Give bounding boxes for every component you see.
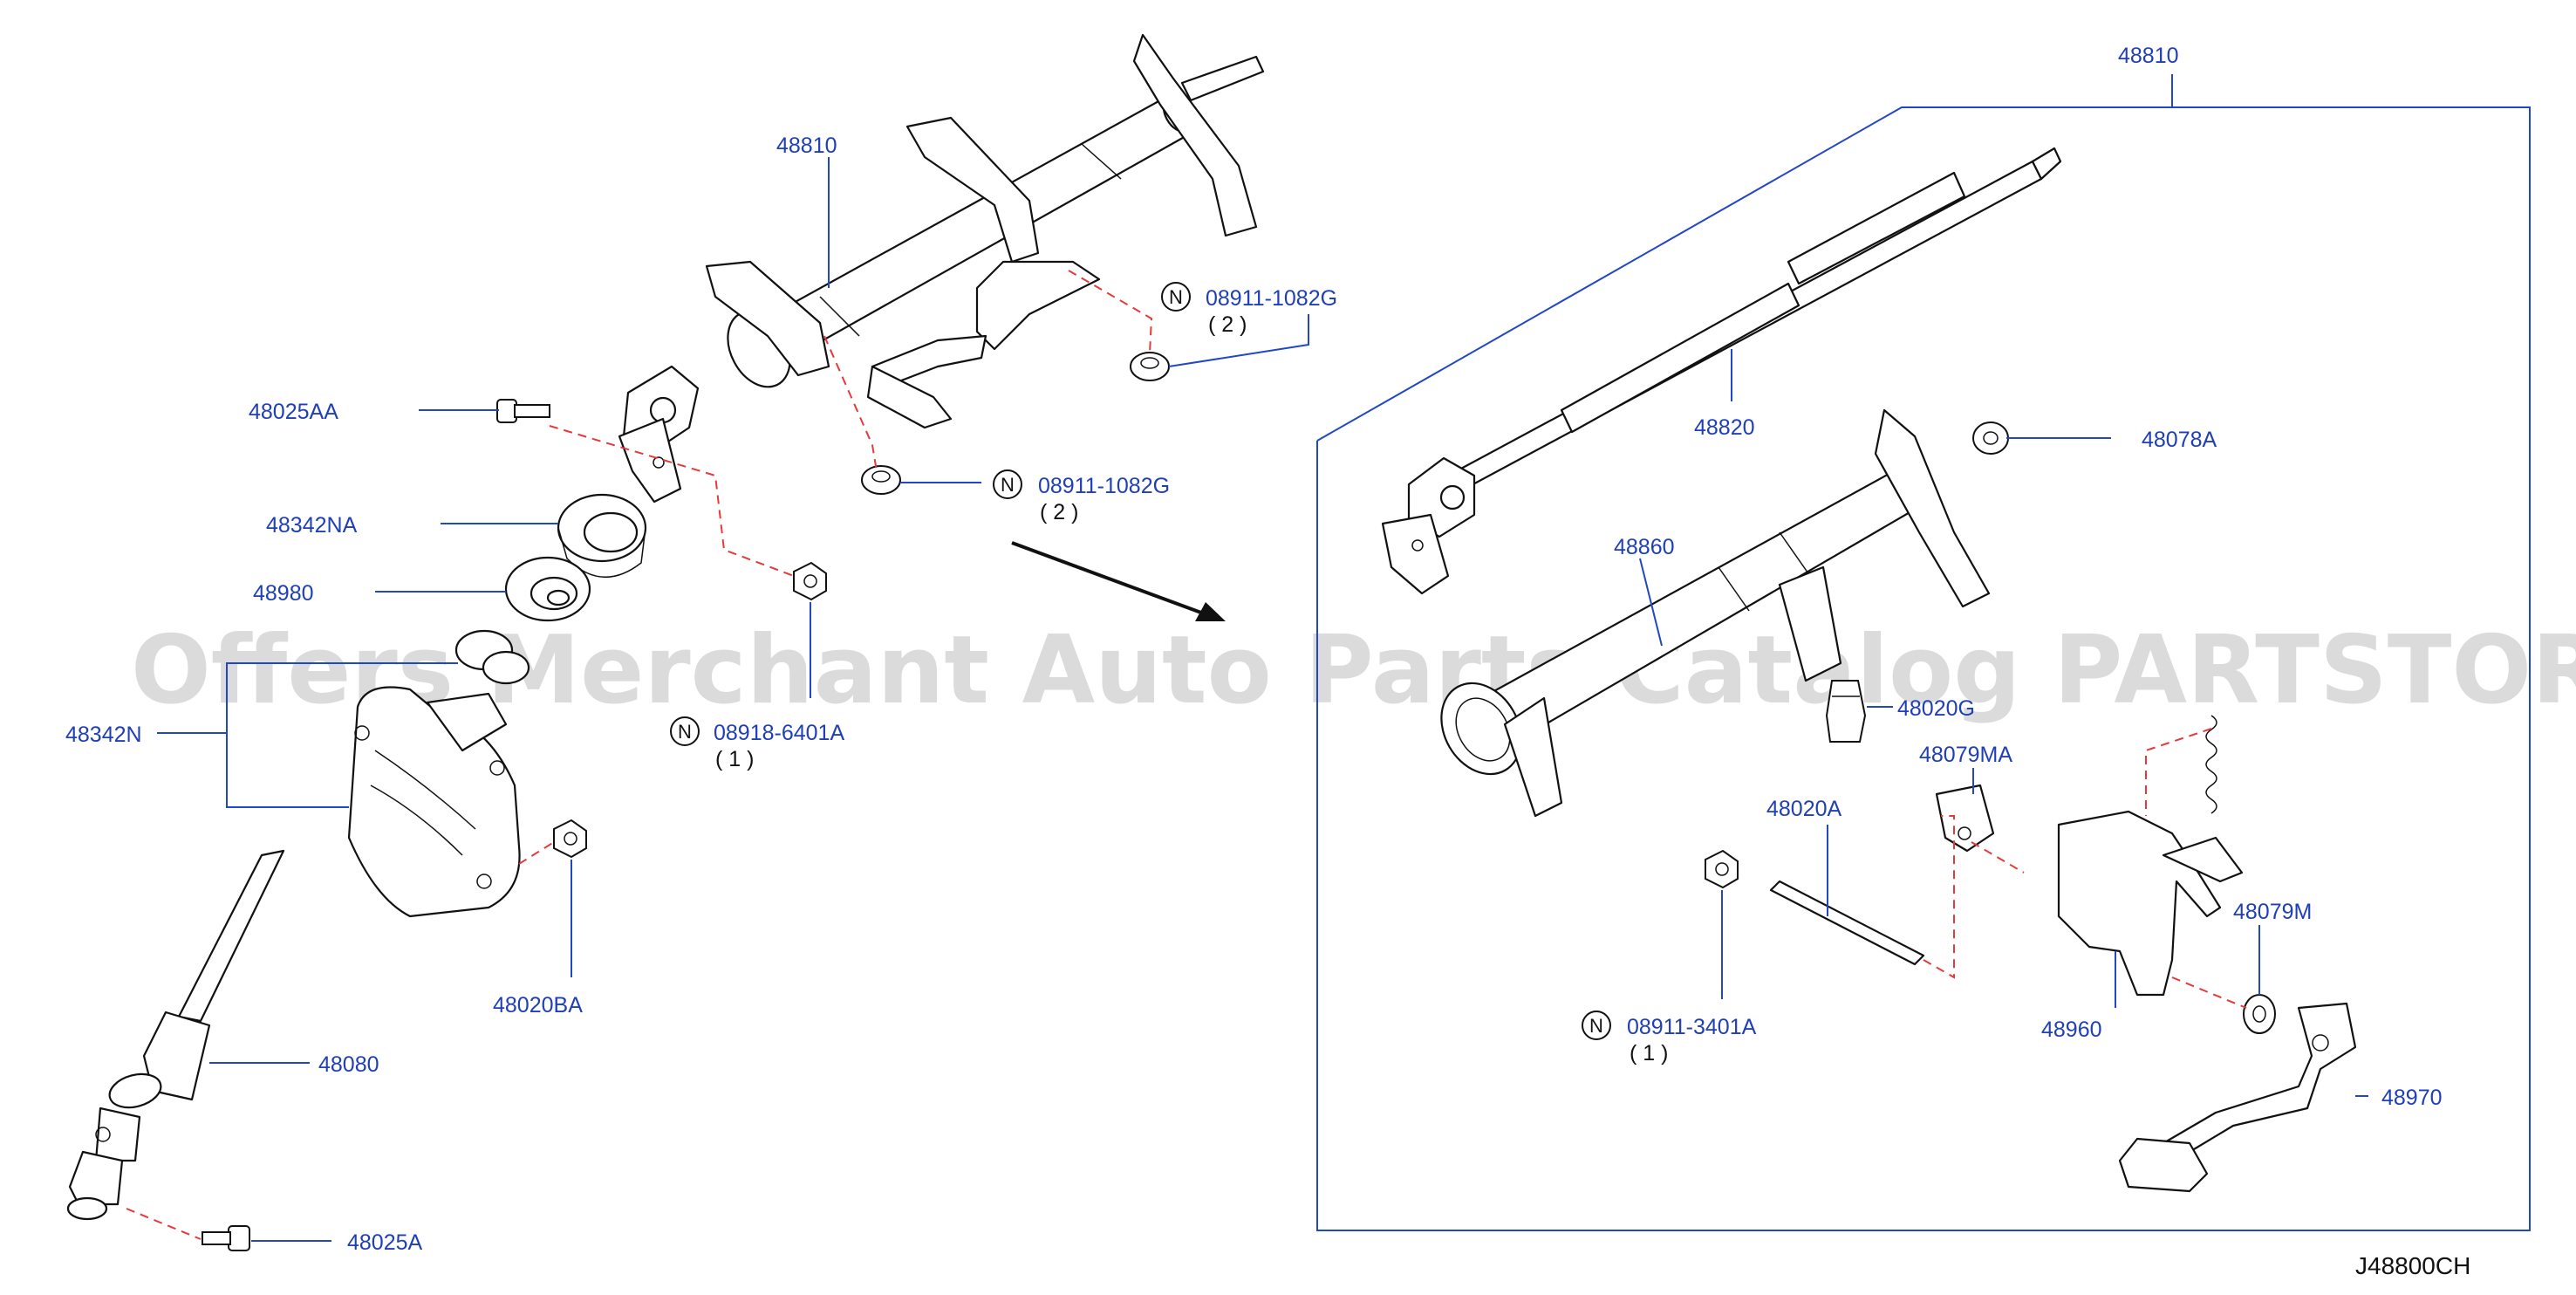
nut-08918-6401A xyxy=(793,561,827,601)
plate-48079MA xyxy=(1935,784,1995,853)
label-08911-1082G-a: 08911-1082G xyxy=(1206,286,1337,311)
qty-08911-1082G-a: ( 2 ) xyxy=(1208,312,1247,337)
label-48342NA: 48342NA xyxy=(266,513,358,538)
seal-ring-48342NA xyxy=(557,493,647,579)
label-48980: 48980 xyxy=(253,581,314,606)
label-48342N: 48342N xyxy=(65,723,142,747)
nut-marker-a-letter: N xyxy=(1169,286,1183,308)
dashed-align-4 xyxy=(518,841,555,865)
label-48820: 48820 xyxy=(1694,415,1755,440)
pedal-lever-48970 xyxy=(2118,1002,2357,1193)
nut-marker-d-letter: N xyxy=(1589,1015,1603,1037)
label-48025A: 48025A xyxy=(347,1230,423,1255)
pedal-bracket-48960 xyxy=(2057,810,2244,997)
assembly-detail-box xyxy=(1316,106,2531,1231)
rings-48342N xyxy=(454,629,530,685)
label-48020A: 48020A xyxy=(1766,797,1842,821)
clip-48020G xyxy=(1825,680,1867,743)
washer-48079M xyxy=(2243,994,2276,1034)
label-48810-left: 48810 xyxy=(776,134,837,158)
dashed-align-r2 xyxy=(1923,815,1955,979)
label-48079MA: 48079MA xyxy=(1919,743,2012,767)
dashed-align-5 xyxy=(126,1208,202,1240)
nut-marker-c-letter: N xyxy=(678,721,692,743)
label-48025AA: 48025AA xyxy=(249,400,338,424)
label-48020G: 48020G xyxy=(1897,696,1975,721)
bolt-48025A xyxy=(202,1225,250,1251)
nut-08911-1082G-b xyxy=(861,465,901,495)
label-48810-right: 48810 xyxy=(2118,44,2179,68)
label-48078A: 48078A xyxy=(2142,428,2217,452)
watermark-text: Offers Merchant Auto Parts Catalog PARTS… xyxy=(131,616,2576,725)
leader-48342N-bracket xyxy=(226,662,458,808)
nut-08911-1082G-a xyxy=(1130,352,1170,381)
boot-cover-48342N xyxy=(347,686,521,918)
leader-08911-1082G-a xyxy=(1168,314,1309,367)
nut-marker-b xyxy=(993,469,1022,499)
stud-48020A xyxy=(1769,880,1925,966)
label-08918-6401A: 08918-6401A xyxy=(714,721,844,745)
label-48080: 48080 xyxy=(318,1052,379,1077)
nut-48020BA xyxy=(553,819,587,859)
qty-08911-3401A: ( 1 ) xyxy=(1630,1041,1668,1065)
label-48860: 48860 xyxy=(1614,535,1675,559)
diagram-code: J48800CH xyxy=(2355,1252,2470,1279)
dashed-align-r3 xyxy=(2145,728,2212,816)
leader-48860 xyxy=(1639,558,1663,647)
bolt-48025AA xyxy=(496,399,550,423)
spring xyxy=(2205,715,2217,814)
dashed-align-r4 xyxy=(2171,976,2247,1009)
label-48960: 48960 xyxy=(2041,1018,2102,1042)
label-48970: 48970 xyxy=(2381,1086,2443,1110)
detail-arrow-head xyxy=(1195,602,1226,621)
nut-marker-b-letter: N xyxy=(1001,474,1015,496)
label-08911-3401A: 08911-3401A xyxy=(1627,1015,1757,1039)
nut-marker-c xyxy=(670,716,700,746)
intermediate-shaft-48080 xyxy=(66,849,285,1221)
nut-marker-d xyxy=(1582,1011,1611,1040)
bearing-48980 xyxy=(504,556,591,622)
nut-08911-3401A xyxy=(1705,849,1739,889)
label-48079M: 48079M xyxy=(2233,900,2312,924)
dashed-align-2 xyxy=(823,335,878,472)
steering-shaft-48820 xyxy=(1381,147,2062,595)
label-08911-1082G-b: 08911-1082G xyxy=(1038,474,1170,498)
dashed-align-3 xyxy=(1068,270,1153,354)
dashed-align-r1 xyxy=(1971,841,2025,874)
detail-arrow-shaft xyxy=(1011,541,1209,617)
dashed-align-1 xyxy=(549,425,795,577)
nut-48078A xyxy=(1972,421,2009,455)
label-48020BA: 48020BA xyxy=(493,993,583,1018)
steering-column-assembly-left xyxy=(618,33,1265,504)
column-jacket-48860 xyxy=(1440,408,1991,818)
qty-08918-6401A: ( 1 ) xyxy=(715,747,754,771)
nut-marker-a xyxy=(1161,282,1191,312)
qty-08911-1082G-b: ( 2 ) xyxy=(1040,500,1078,524)
